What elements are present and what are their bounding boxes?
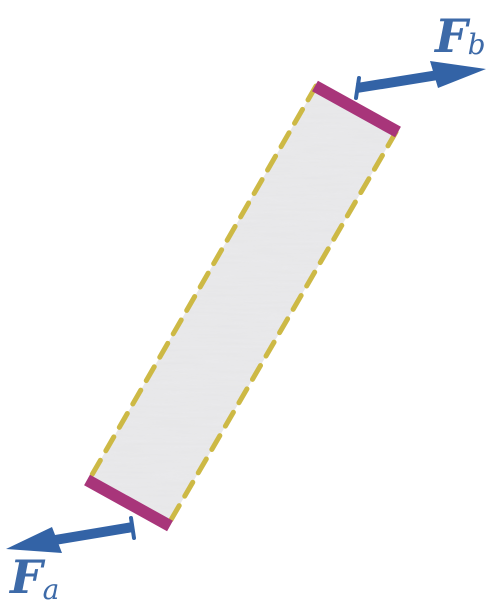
strip-left-edge bbox=[86, 83, 319, 483]
bottom-clamp-end bbox=[84, 474, 173, 532]
strip-texture bbox=[89, 86, 396, 525]
strip-right-edge bbox=[165, 129, 399, 528]
force-label-a: Fa bbox=[8, 550, 59, 606]
force-arrow-b bbox=[354, 61, 486, 100]
force-arrow-a bbox=[6, 516, 136, 553]
force-label-b: Fb bbox=[433, 9, 486, 63]
top-clamp-end bbox=[312, 80, 401, 138]
